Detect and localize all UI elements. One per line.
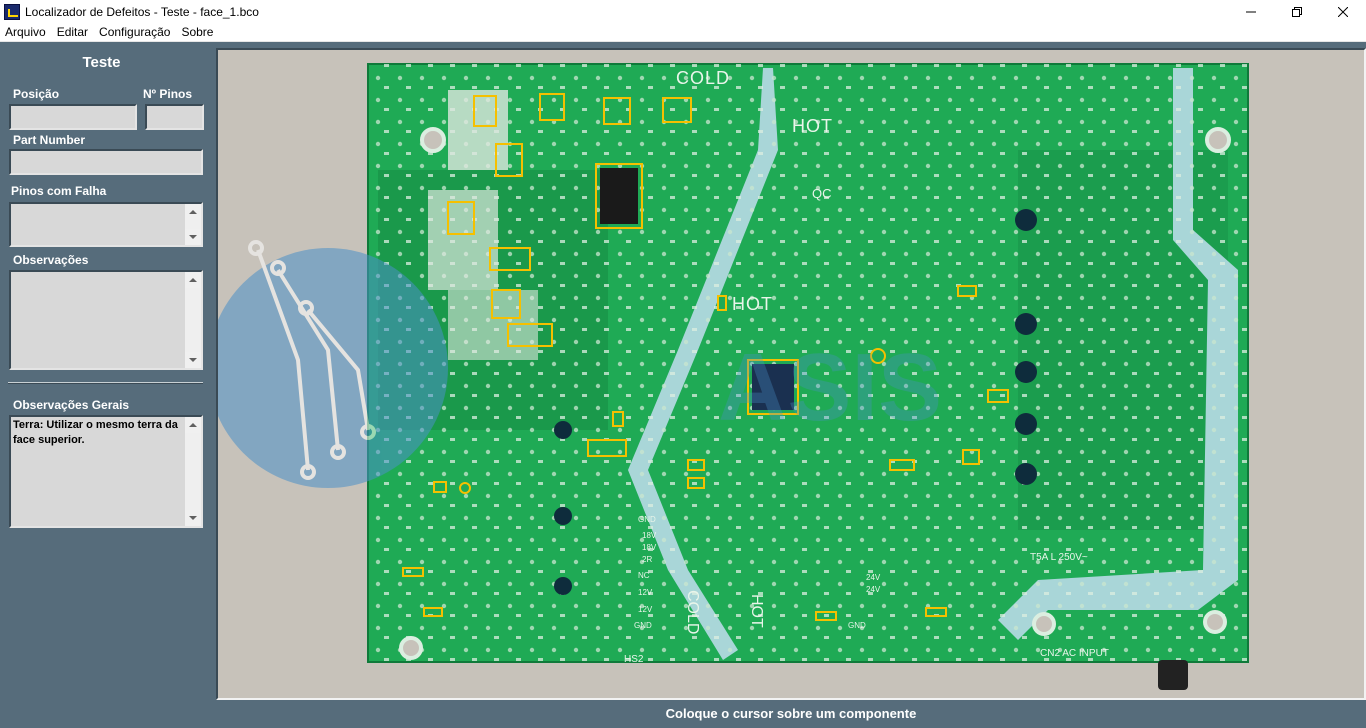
observacoes-scrollbar[interactable]: [185, 272, 201, 368]
test-panel: Teste Posição Nº Pinos Part Number Pinos…: [0, 42, 211, 728]
silk-pin: 12V: [638, 588, 653, 597]
component[interactable]: [603, 97, 631, 125]
part-number-field[interactable]: [9, 149, 203, 175]
app-icon: [4, 3, 20, 20]
component[interactable]: [687, 477, 705, 489]
scroll-up-icon[interactable]: [185, 204, 201, 220]
window-title: Localizador de Defeitos - Teste - face_1…: [25, 4, 259, 19]
main-area: Teste Posição Nº Pinos Part Number Pinos…: [0, 42, 1366, 728]
panel-divider: [8, 382, 203, 384]
component[interactable]: [595, 163, 643, 229]
component[interactable]: [447, 201, 475, 235]
scroll-up-icon[interactable]: [185, 417, 201, 433]
silk-fuse: T5A L 250V~: [1030, 552, 1088, 563]
restore-button[interactable]: [1274, 0, 1320, 23]
component[interactable]: [925, 607, 947, 617]
silk-pin: 2R: [642, 555, 652, 564]
close-icon: [1338, 6, 1348, 17]
scroll-down-icon[interactable]: [185, 352, 201, 368]
highlighted-components[interactable]: [402, 93, 1009, 621]
watermark-logo: ASIS: [218, 240, 942, 488]
menu-bar: Arquivo Editar Configuração Sobre: [0, 23, 1366, 42]
status-text: Coloque o cursor sobre um componente: [665, 706, 917, 721]
observacoes-area[interactable]: [9, 270, 203, 370]
component[interactable]: [747, 359, 799, 415]
scroll-up-icon[interactable]: [185, 272, 201, 288]
component[interactable]: [491, 289, 521, 319]
panel-title: Teste: [82, 54, 121, 71]
menu-sobre[interactable]: Sobre: [181, 25, 214, 39]
component[interactable]: [687, 459, 705, 471]
component[interactable]: [495, 143, 523, 177]
title-bar: Localizador de Defeitos - Teste - face_1…: [0, 0, 1366, 23]
scroll-down-icon[interactable]: [185, 229, 201, 245]
silk-pin: 18V: [642, 543, 657, 552]
minimize-icon: [1246, 11, 1256, 12]
pinos-falha-scrollbar[interactable]: [185, 204, 201, 245]
pinos-label: Nº Pinos: [143, 87, 193, 101]
silk-pin: GND: [638, 515, 656, 524]
silk-pin: 18V: [642, 531, 657, 540]
silk-pin: NC: [638, 571, 650, 580]
menu-configuracao[interactable]: Configuração: [99, 25, 171, 39]
observacoes-label: Observações: [13, 253, 89, 267]
component[interactable]: [507, 323, 553, 347]
part-number-label: Part Number: [13, 133, 86, 147]
silk-hs2: HS2: [624, 654, 644, 665]
restore-icon: [1292, 6, 1302, 17]
silk-pin-right: GND: [848, 621, 866, 630]
silk-hot-mid: HOT: [732, 294, 773, 314]
menu-arquivo[interactable]: Arquivo: [5, 25, 46, 39]
board-viewer[interactable]: ASIS COLD HOT QC HOT COLD HOT T5A L 250V…: [216, 48, 1366, 700]
component[interactable]: [489, 247, 531, 271]
svg-text:ASIS: ASIS: [718, 334, 942, 441]
component[interactable]: [433, 481, 447, 493]
menu-editar[interactable]: Editar: [56, 25, 89, 39]
component[interactable]: [612, 411, 624, 427]
component[interactable]: [473, 95, 497, 127]
heatsink: [448, 90, 508, 170]
silk-hot-top: HOT: [792, 116, 833, 136]
component[interactable]: [423, 607, 443, 617]
posicao-label: Posição: [13, 87, 60, 101]
silk-pin: GND: [634, 621, 652, 630]
silk-cold-top: COLD: [676, 68, 730, 88]
observacoes-gerais-scrollbar[interactable]: [185, 417, 201, 526]
silk-pin: 12V: [638, 605, 653, 614]
scroll-down-icon[interactable]: [185, 510, 201, 526]
silk-cold-bottom: COLD: [684, 590, 701, 634]
silk-pin-right: 24V: [866, 573, 881, 582]
posicao-field[interactable]: [9, 104, 137, 130]
component[interactable]: [662, 97, 692, 123]
pinos-field[interactable]: [145, 104, 204, 130]
silk-hot-bottom: HOT: [748, 594, 765, 628]
component[interactable]: [402, 567, 424, 577]
component[interactable]: [957, 285, 977, 297]
component[interactable]: [962, 449, 980, 465]
component[interactable]: [587, 439, 627, 457]
observacoes-gerais-text: Terra: Utilizar o mesmo terra da face su…: [13, 419, 178, 446]
pinos-falha-label: Pinos com Falha: [11, 184, 107, 198]
pinos-falha-area[interactable]: [9, 202, 203, 247]
component[interactable]: [815, 611, 837, 621]
silk-pin-right: 24V: [866, 585, 881, 594]
silk-connector: CN2 AC INPUT: [1040, 648, 1109, 659]
minimize-button[interactable]: [1228, 0, 1274, 23]
component[interactable]: [717, 295, 727, 311]
component[interactable]: [539, 93, 565, 121]
pcb-image[interactable]: ASIS COLD HOT QC HOT COLD HOT T5A L 250V…: [218, 50, 1364, 698]
observacoes-gerais-label: Observações Gerais: [13, 398, 130, 412]
window-controls: [1228, 0, 1366, 23]
silk-qc: QC: [812, 186, 832, 201]
component[interactable]: [987, 389, 1009, 403]
close-button[interactable]: [1320, 0, 1366, 23]
component[interactable]: [889, 459, 915, 471]
observacoes-gerais-area[interactable]: Terra: Utilizar o mesmo terra da face su…: [9, 415, 203, 528]
